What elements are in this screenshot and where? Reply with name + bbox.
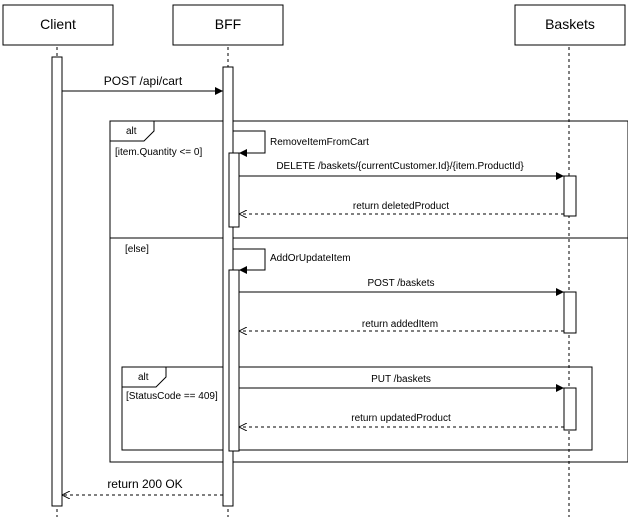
message-return-ok: return 200 OK (62, 477, 223, 495)
message-add-or-update-label: AddOrUpdateItem (270, 253, 351, 264)
message-return-updated: return updatedProduct (239, 413, 564, 427)
bff-activation-addupdate (228, 269, 240, 452)
message-return-added-label: return addedItem (362, 319, 438, 330)
message-delete-baskets-label: DELETE /baskets/{currentCustomer.Id}/{it… (276, 161, 524, 172)
message-post-cart-label: POST /api/cart (104, 74, 183, 88)
participant-client: Client (2, 4, 114, 46)
message-return-deleted-label: return deletedProduct (353, 201, 449, 212)
message-remove-item: RemoveItemFromCart (233, 130, 369, 157)
message-post-baskets-label: POST /baskets (367, 278, 434, 289)
message-add-or-update: AddOrUpdateItem (233, 248, 351, 274)
outer-alt-guard-1: [item.Quantity <= 0] (115, 147, 202, 158)
outer-alt-guard-2: [else] (125, 244, 149, 255)
message-return-ok-label: return 200 OK (107, 477, 182, 491)
baskets-activation-post (563, 291, 577, 334)
inner-alt-guard: [StatusCode == 409] (126, 391, 218, 402)
inner-alt-frame: alt [StatusCode == 409] (121, 366, 593, 451)
baskets-activation-delete (563, 175, 577, 217)
message-return-deleted: return deletedProduct (239, 201, 564, 214)
outer-alt-frame: alt [item.Quantity <= 0] [else] (109, 120, 628, 463)
baskets-activation-put (563, 387, 577, 431)
participant-baskets-label: Baskets (545, 16, 595, 32)
participant-bff-label: BFF (215, 16, 241, 32)
message-post-cart: POST /api/cart (62, 74, 223, 95)
message-return-added: return addedItem (239, 319, 564, 331)
participant-client-label: Client (40, 16, 76, 32)
inner-alt-label: alt (138, 372, 149, 383)
message-delete-baskets: DELETE /baskets/{currentCustomer.Id}/{it… (239, 161, 564, 180)
message-put-baskets: PUT /baskets (239, 374, 564, 392)
bff-activation-remove (228, 152, 240, 228)
message-post-baskets: POST /baskets (239, 278, 564, 296)
client-activation (51, 56, 63, 507)
message-remove-item-label: RemoveItemFromCart (270, 137, 369, 148)
participant-baskets: Baskets (514, 4, 626, 46)
participant-bff: BFF (172, 4, 284, 46)
message-return-updated-label: return updatedProduct (351, 413, 451, 424)
message-put-baskets-label: PUT /baskets (371, 374, 431, 385)
outer-alt-label: alt (126, 126, 137, 137)
